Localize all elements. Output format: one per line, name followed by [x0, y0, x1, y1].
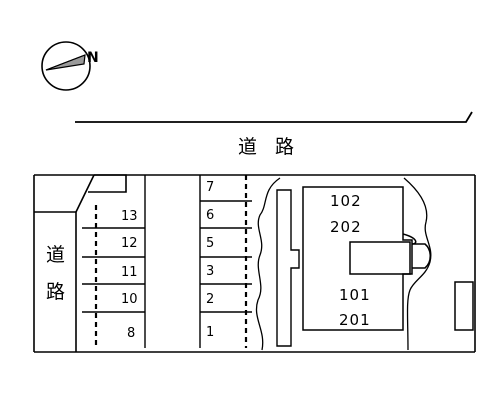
site-boundary: [33, 174, 476, 353]
space-5: 5: [206, 236, 214, 251]
compass: N: [41, 41, 99, 91]
parking-middle-labels: 7 6 5 4 3 2 1: [206, 180, 214, 340]
left-road-label-1: 道: [46, 244, 66, 266]
shed: [454, 281, 474, 331]
parking-left-labels: 13 12 11 10 8: [121, 209, 138, 341]
building: [302, 186, 431, 331]
unit-201: 201: [339, 311, 371, 329]
space-13: 13: [121, 209, 138, 224]
compass-north-label: N: [87, 50, 99, 66]
space-12: 12: [121, 236, 138, 251]
space-1: 1: [206, 325, 214, 340]
parking-left: [82, 175, 146, 348]
unit-labels: 102 202 101 201: [330, 192, 371, 329]
space-7: 7: [206, 180, 214, 195]
space-6: 6: [206, 208, 214, 223]
unit-102: 102: [330, 192, 362, 210]
unit-202: 202: [330, 218, 362, 236]
top-road-line: [75, 111, 473, 123]
space-11: 11: [121, 265, 138, 280]
space-2: 2: [206, 292, 214, 307]
space-10: 10: [121, 292, 138, 307]
unit-101: 101: [339, 286, 371, 304]
top-road-label: 道 路: [238, 136, 301, 158]
space-8: 8: [127, 326, 135, 341]
parking-middle: [199, 175, 252, 348]
left-road-label-2: 路: [46, 281, 66, 303]
side-wall: [276, 189, 300, 347]
space-3: 3: [206, 264, 214, 279]
